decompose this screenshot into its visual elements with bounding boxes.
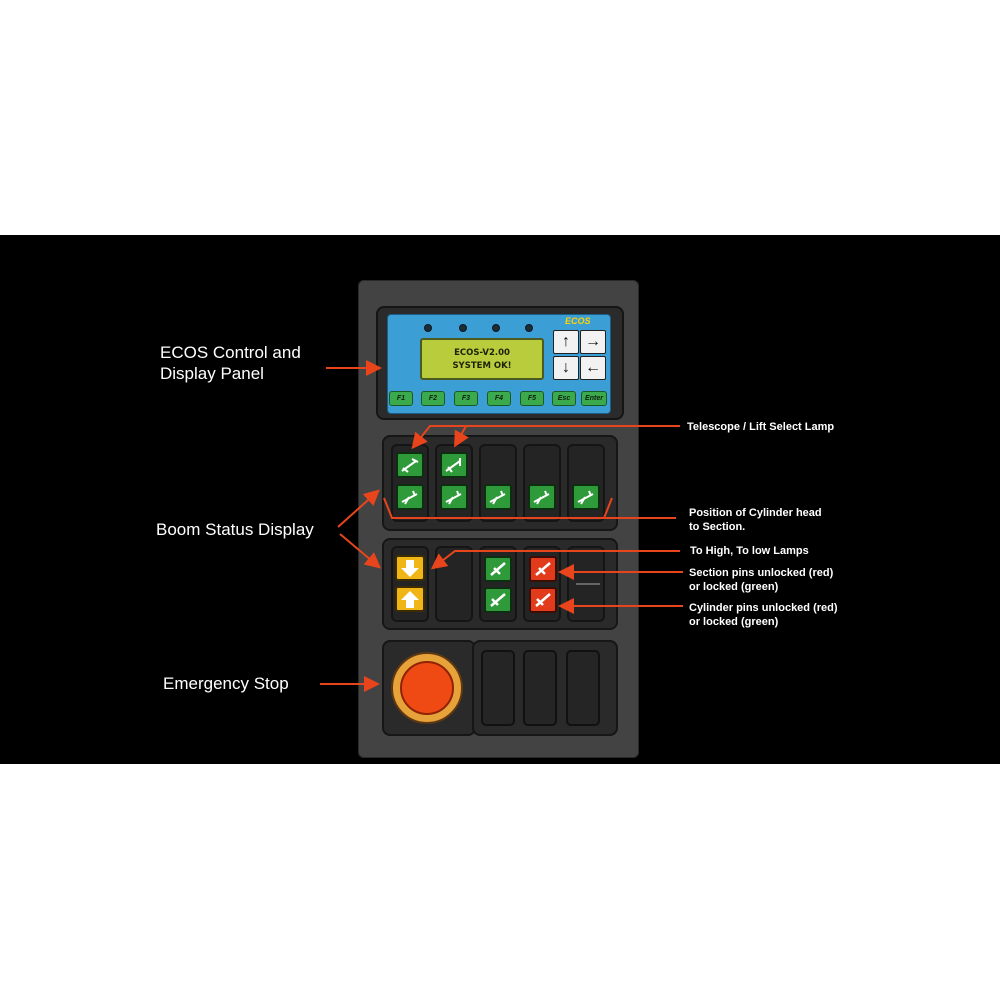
telescope-arrow-2: [454, 425, 469, 448]
cylinder-icon: [401, 490, 418, 505]
label-line: or locked (green): [689, 581, 779, 593]
high-low-label: To High, To low Lamps: [690, 545, 809, 557]
telescope-select-lamp[interactable]: [396, 452, 424, 478]
label-line: ECOS Control and: [160, 343, 301, 362]
pin-icon: [490, 562, 506, 576]
cylinder-head-bracket: [383, 497, 676, 519]
lcd-line-1: ECOS-V2.00: [454, 348, 510, 358]
ecos-control-label: ECOS Control and Display Panel: [160, 342, 301, 384]
arrow-up-icon: [401, 591, 419, 608]
cylinder-icon: [489, 490, 506, 505]
pin-icon: [535, 562, 551, 576]
emergency-stop-button[interactable]: [400, 661, 454, 715]
ecos-brand-label: ECOS: [565, 316, 591, 326]
section-pin-lamp-green[interactable]: [484, 556, 512, 582]
pin-icon: [490, 593, 506, 607]
boom-icon: [401, 458, 419, 473]
to-low-lamp[interactable]: [395, 555, 425, 581]
arrow-right-key[interactable]: →: [580, 330, 606, 354]
blank-switch: [566, 650, 600, 726]
cylinder-icon: [445, 490, 462, 505]
lcd-line-2: SYSTEM OK!: [452, 361, 512, 371]
cylinder-head-lamp-1[interactable]: [396, 484, 424, 510]
esc-key[interactable]: Esc: [552, 391, 576, 406]
boom-arrow-upper: [337, 489, 380, 528]
status-led: [525, 324, 533, 332]
lcd-screen: ECOS-V2.00 SYSTEM OK!: [420, 338, 544, 380]
label-line: Position of Cylinder head: [689, 507, 822, 519]
status-led: [459, 324, 467, 332]
cylinder-head-label: Position of Cylinder head to Section.: [689, 506, 822, 534]
cylinder-head-lamp-4[interactable]: [528, 484, 556, 510]
label-line: or locked (green): [689, 616, 779, 628]
f4-key[interactable]: F4: [487, 391, 511, 406]
enter-key[interactable]: Enter: [581, 391, 607, 406]
cylinder-icon: [577, 490, 594, 505]
pin-icon: [535, 593, 551, 607]
telescope-arrow-1: [411, 425, 680, 450]
cylinder-icon: [533, 490, 550, 505]
status-led: [424, 324, 432, 332]
blank-switch: [523, 650, 557, 726]
cylinder-head-lamp-3[interactable]: [484, 484, 512, 510]
cylinder-head-lamp-5[interactable]: [572, 484, 600, 510]
f5-key[interactable]: F5: [520, 391, 544, 406]
cylinder-pin-lamp-green[interactable]: [484, 587, 512, 613]
boom-icon: [445, 458, 461, 473]
blank-switch: [481, 650, 515, 726]
cylinder-pin-lamp-red[interactable]: [529, 587, 557, 613]
label-line: to Section.: [689, 521, 746, 533]
emergency-stop-label: Emergency Stop: [163, 674, 289, 693]
arrow-down-icon: [401, 560, 419, 577]
to-high-lamp[interactable]: [395, 586, 425, 612]
f1-key[interactable]: F1: [389, 391, 413, 406]
cylinder-head-bracket-end: [603, 497, 613, 519]
f2-key[interactable]: F2: [421, 391, 445, 406]
label-line: Display Panel: [160, 364, 264, 383]
high-low-arrow: [430, 550, 680, 570]
blank-indicator: [576, 583, 600, 585]
arrow-up-key[interactable]: ↑: [553, 330, 579, 354]
label-line: Cylinder pins unlocked (red): [689, 602, 838, 614]
cylinder-head-lamp-2[interactable]: [440, 484, 468, 510]
boom-status-label: Boom Status Display: [156, 520, 314, 539]
status-led: [492, 324, 500, 332]
arrow-left-key[interactable]: ←: [580, 356, 606, 380]
telescope-lift-label: Telescope / Lift Select Lamp: [687, 421, 835, 433]
f3-key[interactable]: F3: [454, 391, 478, 406]
arrow-down-key[interactable]: ↓: [553, 356, 579, 380]
section-pins-label: Section pins unlocked (red) or locked (g…: [689, 566, 833, 594]
section-pin-lamp-red[interactable]: [529, 556, 557, 582]
cylinder-pins-label: Cylinder pins unlocked (red) or locked (…: [689, 601, 838, 629]
label-line: Section pins unlocked (red): [689, 567, 834, 579]
boom-arrow-lower: [339, 533, 382, 569]
lift-select-lamp[interactable]: [440, 452, 468, 478]
